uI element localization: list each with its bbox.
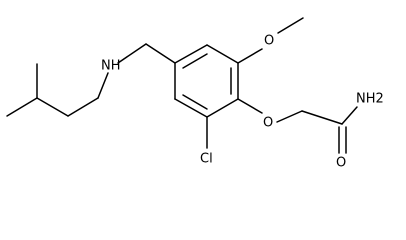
bond-ring-o-methoxy	[237, 48, 263, 64]
carbonyl-oxygen-label: O	[336, 156, 346, 171]
methoxy-group	[237, 17, 304, 64]
amine-label: NH	[101, 59, 121, 74]
chlorine-label: Cl	[200, 152, 213, 167]
ring-double-bond-a	[182, 53, 208, 69]
benzene-ring	[174, 44, 239, 118]
ether-oxygen-label: O	[263, 116, 273, 131]
bond-ch2-carbonyl	[301, 110, 343, 125]
ring-double-bond-c	[182, 94, 208, 110]
ring-bond-4	[206, 98, 239, 118]
bond-c2-c3	[6, 97, 38, 117]
ring-bond-1	[174, 44, 208, 64]
ring-bond-2	[206, 44, 239, 64]
bond-ch2-ring	[145, 43, 176, 64]
bond-c5-n	[97, 72, 109, 99]
chemical-structure-diagram: O NH O NH2 Cl O	[6, 17, 384, 171]
bond-c2-c4	[36, 97, 69, 117]
isopentyl-chain	[6, 43, 176, 117]
acetamide-side-chain	[237, 98, 358, 154]
bond-o-ch2	[276, 110, 303, 123]
bond-c4-c5	[67, 97, 99, 117]
ring-bond-5	[174, 98, 208, 118]
bond-ring-o-ether	[237, 98, 263, 114]
methoxy-oxygen-label: O	[264, 34, 274, 49]
bond-o-methyl	[277, 17, 304, 34]
amide-nitrogen-label: NH2	[356, 92, 384, 107]
bond-n-ch2	[117, 43, 147, 64]
bond-carbonyl-n	[341, 106, 358, 125]
